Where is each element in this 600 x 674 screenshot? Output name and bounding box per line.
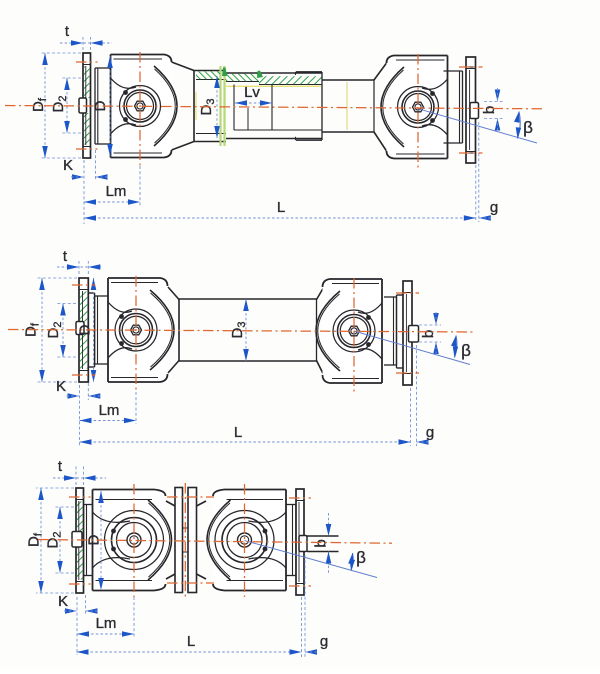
svg-text:Df: Df: [30, 97, 49, 112]
svg-text:g: g: [426, 424, 434, 441]
svg-text:D: D: [86, 534, 103, 545]
svg-text:Lv: Lv: [244, 84, 260, 101]
svg-text:K: K: [58, 593, 68, 610]
svg-text:Df: Df: [26, 532, 45, 547]
svg-text:L: L: [187, 633, 195, 650]
svg-text:t: t: [65, 23, 70, 40]
svg-text:K: K: [63, 157, 73, 174]
svg-text:g: g: [320, 633, 328, 650]
svg-text:b: b: [420, 330, 437, 338]
svg-text:D2: D2: [50, 96, 69, 113]
svg-text:D2: D2: [45, 322, 64, 339]
svg-text:D3: D3: [229, 322, 248, 339]
svg-text:b: b: [481, 106, 498, 114]
svg-text:g: g: [490, 199, 498, 216]
svg-text:D: D: [77, 324, 94, 335]
svg-text:t: t: [63, 248, 68, 265]
svg-text:β: β: [356, 548, 366, 567]
svg-text:D: D: [92, 100, 109, 111]
svg-text:Lm: Lm: [96, 615, 117, 632]
svg-text:β: β: [523, 118, 533, 137]
svg-text:t: t: [58, 458, 63, 475]
svg-text:K: K: [56, 378, 66, 395]
svg-text:L: L: [234, 424, 242, 441]
svg-text:Lm: Lm: [106, 183, 127, 200]
svg-text:Lm: Lm: [99, 402, 120, 419]
svg-text:D2: D2: [45, 532, 64, 549]
svg-text:β: β: [461, 341, 471, 360]
svg-text:b: b: [313, 539, 330, 547]
svg-text:L: L: [277, 199, 285, 216]
svg-text:D3: D3: [198, 99, 217, 116]
svg-text:Df: Df: [23, 322, 42, 337]
